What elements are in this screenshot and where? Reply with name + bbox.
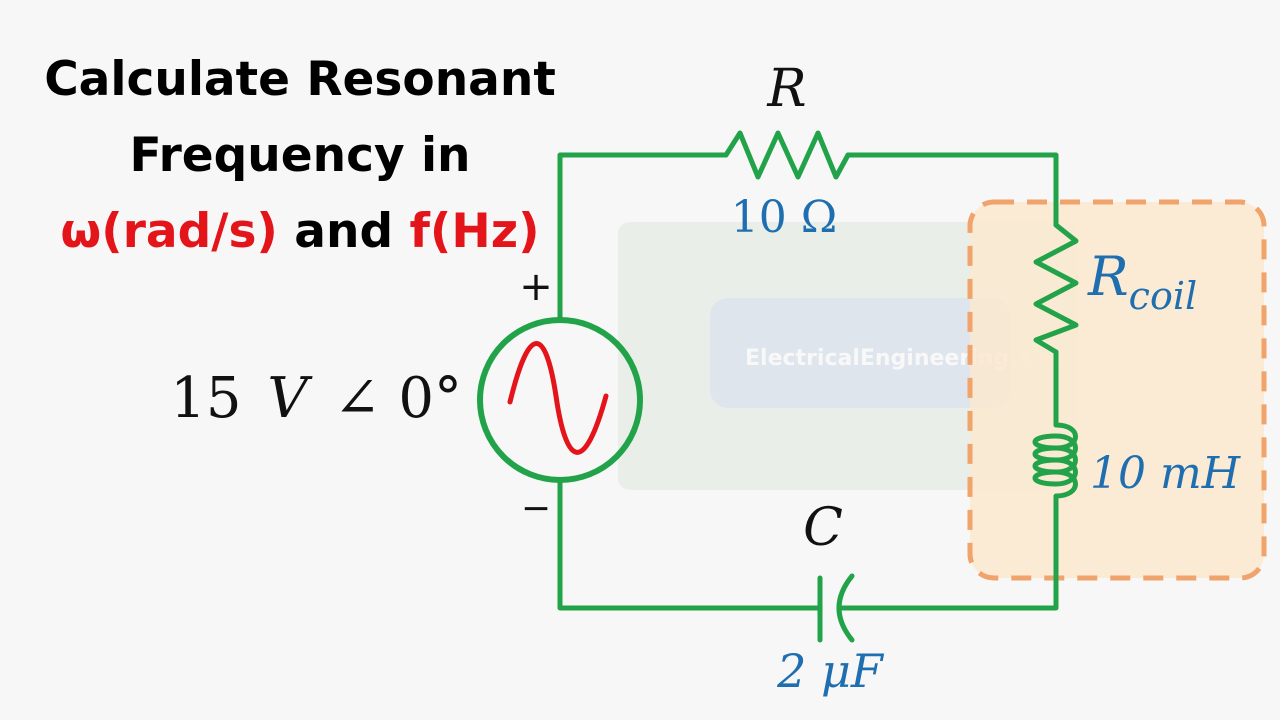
watermark-logo: ElectricalEngineering.XYZ xyxy=(618,222,1078,490)
frequency-unit-label: f(Hz) xyxy=(409,204,540,259)
wire-top-right xyxy=(845,152,1059,228)
rcoil-subscript: coil xyxy=(1129,274,1197,318)
rcoil-symbol-label: Rcoil xyxy=(1087,245,1197,318)
title-line-3: ω(rad/s) and f(Hz) xyxy=(20,194,580,270)
source-minus-sign: − xyxy=(521,488,551,529)
wire-bottom-right xyxy=(837,512,1059,611)
capacitor-value: 2 μF xyxy=(776,644,885,698)
title-line-2: Frequency in xyxy=(129,128,471,183)
source-plus-sign: + xyxy=(519,264,553,310)
rcoil-symbol: R xyxy=(1087,245,1129,308)
ac-source-circle xyxy=(477,317,643,483)
source-unit: V xyxy=(267,366,313,431)
resistor-rcoil-symbol xyxy=(1033,222,1079,355)
capacitor-symbol-label: C xyxy=(803,498,843,558)
resistor-r-symbol-label: R xyxy=(766,59,806,119)
sine-wave-icon xyxy=(507,341,609,455)
wire-top-left xyxy=(557,152,729,323)
source-value: 15 xyxy=(170,366,241,431)
omega-unit-label: ω(rad/s) xyxy=(60,204,278,259)
resistor-r-symbol xyxy=(723,130,851,180)
source-angle: ∠ 0° xyxy=(334,366,462,431)
resistor-r-value: 10 Ω xyxy=(731,192,837,243)
wire-bottom-left xyxy=(557,479,821,611)
capacitor-plate-right xyxy=(836,573,855,643)
inductance-value: 10 mH xyxy=(1090,448,1242,499)
and-label: and xyxy=(277,204,410,259)
source-label: 15 V ∠ 0° xyxy=(170,366,462,431)
slide-title: Calculate Resonant Frequency in ω(rad/s)… xyxy=(20,42,580,270)
title-line-1: Calculate Resonant xyxy=(44,52,556,107)
inductor-symbol xyxy=(1032,422,1078,518)
